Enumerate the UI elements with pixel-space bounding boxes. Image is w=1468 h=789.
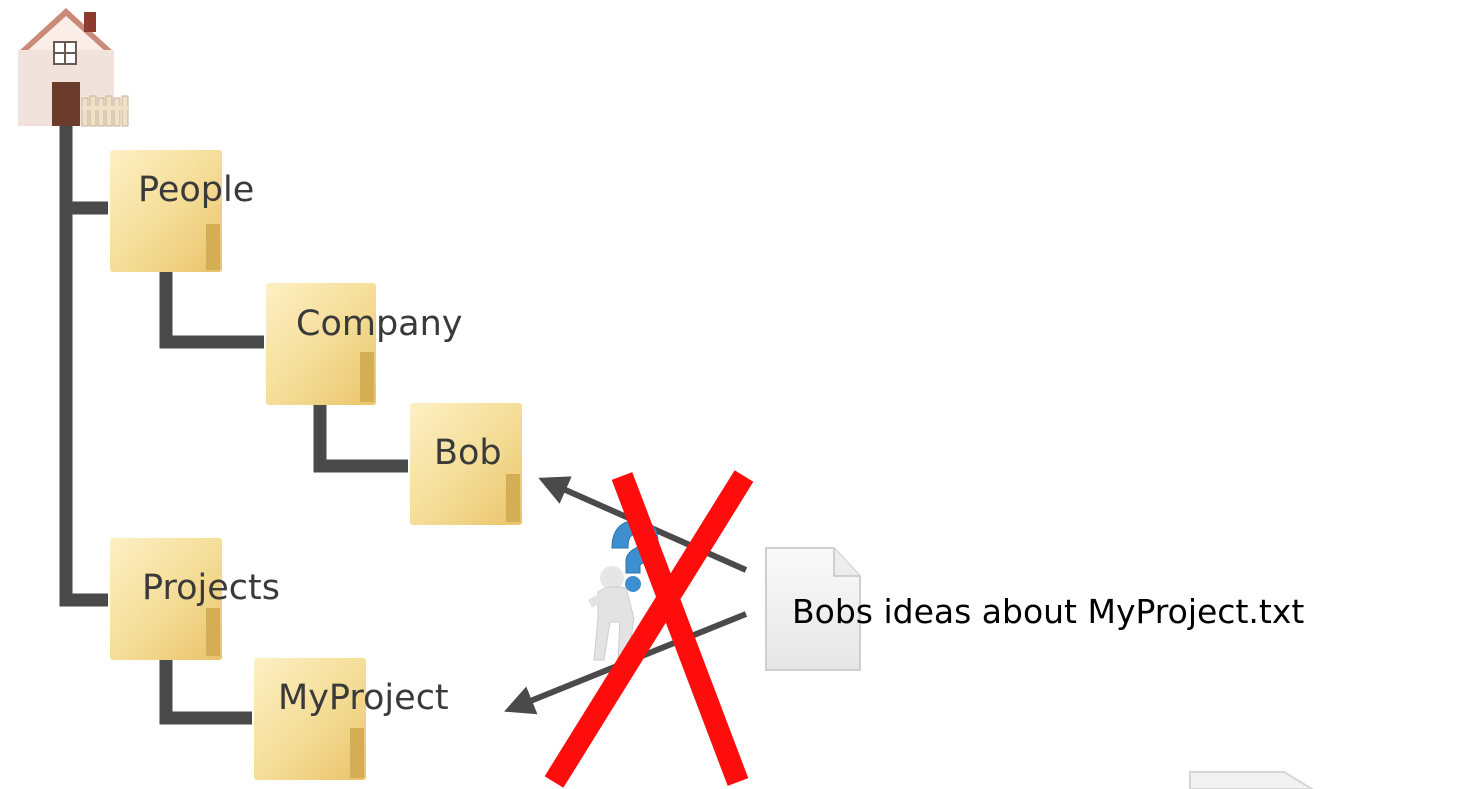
folder-company-icon xyxy=(266,283,376,405)
folder-label-myproject: MyProject xyxy=(278,678,449,718)
text-file-icon xyxy=(765,547,861,671)
house-icon xyxy=(18,8,129,127)
text-file-icon-partial xyxy=(1189,771,1314,789)
folder-label-company: Company xyxy=(296,304,463,344)
folder-bob-icon xyxy=(410,403,522,525)
folder-people-icon xyxy=(110,150,222,272)
folder-projects-icon xyxy=(110,538,222,660)
connector-bob xyxy=(313,403,408,473)
folder-label-people: People xyxy=(138,170,255,210)
connector-company xyxy=(159,268,264,349)
file-label: Bobs ideas about MyProject.txt xyxy=(792,592,1305,631)
connector-myproject xyxy=(159,660,252,725)
connector-root xyxy=(59,120,108,607)
tree-connectors xyxy=(59,120,408,725)
folder-label-projects: Projects xyxy=(142,568,280,608)
folder-label-bob: Bob xyxy=(434,433,502,473)
folder-myproject-icon xyxy=(254,658,366,780)
red-cross-icon xyxy=(544,470,754,788)
